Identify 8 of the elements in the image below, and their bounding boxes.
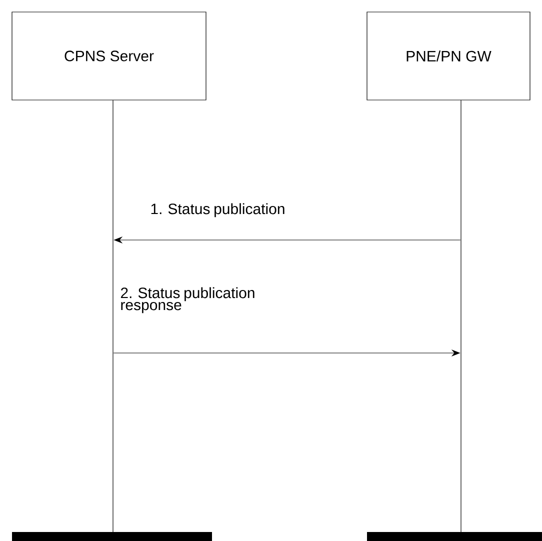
lifeline [460, 100, 462, 532]
lifeline [112, 100, 114, 532]
lifeline-end-bar [12, 532, 212, 541]
participant-box: PNE/PN GW [366, 12, 530, 100]
lifeline-end-bar [367, 532, 542, 541]
message-label: 2. Status publication response [120, 287, 254, 314]
participant-box: CPNS Server [12, 12, 206, 100]
message-label: 1. Status publication [151, 203, 284, 218]
